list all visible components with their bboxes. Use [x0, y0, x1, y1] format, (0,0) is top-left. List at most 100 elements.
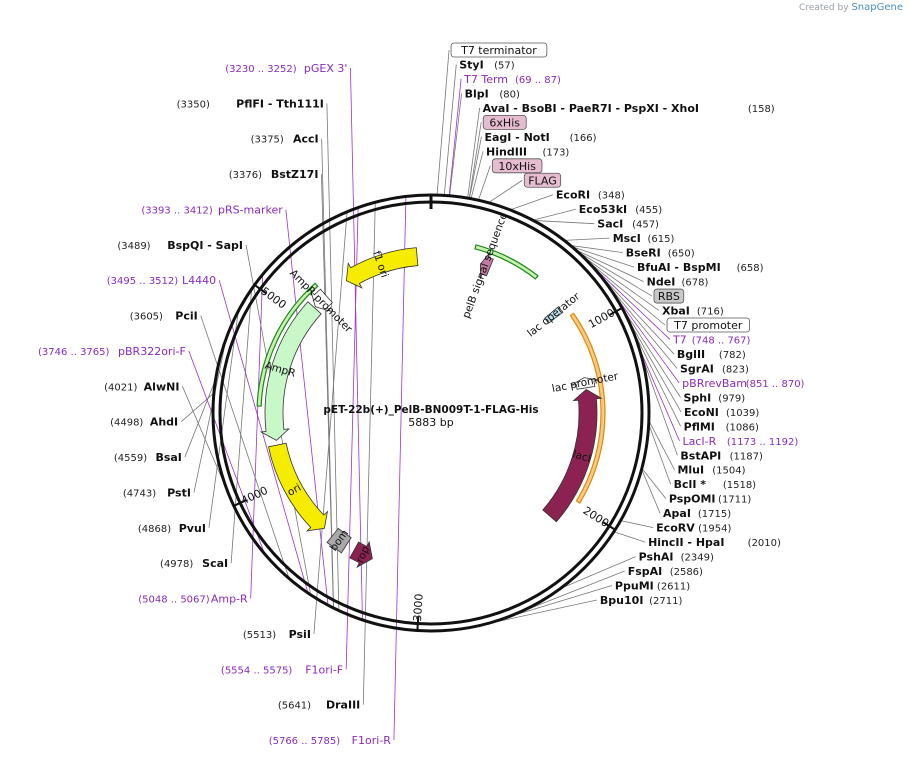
primer-f1ori-f[interactable]: F1ori-F(5554 .. 5575): [221, 663, 343, 676]
site-scai[interactable]: ScaI(4978): [160, 557, 228, 570]
leader-line: [641, 469, 661, 514]
site-bstz17i[interactable]: BstZ17I(3376): [229, 168, 319, 181]
feature-lac-promoter[interactable]: [571, 377, 599, 390]
site-pflfi-tth111i[interactable]: PflFI - Tth111I(3350): [177, 97, 324, 110]
feature-pelb-signal-sequence[interactable]: [479, 252, 494, 279]
label-position: (3375): [251, 135, 284, 146]
primer-t7-term[interactable]: T7 Term(69 .. 87): [463, 73, 561, 86]
label-position: (1187): [730, 451, 763, 462]
site-bspqi-sapi[interactable]: BspQI - SapI(3489): [117, 239, 243, 252]
site-saci[interactable]: SacI(457): [597, 218, 659, 231]
label-position: (173): [542, 147, 569, 158]
feature-ampr-promoter[interactable]: [310, 288, 333, 313]
site-bstapi[interactable]: BstAPI(1187): [680, 449, 763, 462]
site-hindiii[interactable]: HindIII(173): [486, 145, 569, 158]
feature-bom[interactable]: [326, 527, 352, 554]
site-pshai[interactable]: PshAI(2349): [639, 551, 714, 564]
label-position: (3605): [130, 312, 163, 323]
site-bpu10i[interactable]: Bpu10I(2711): [600, 594, 683, 607]
primer-pbr322ori-f[interactable]: pBR322ori-F(3746 .. 3765): [38, 345, 186, 358]
feature-f1-ori[interactable]: [345, 247, 419, 289]
label-name: T7 Term: [463, 73, 508, 86]
primer-laci-r[interactable]: LacI-R(1173 .. 1192): [682, 435, 798, 448]
label-position: (166): [570, 133, 597, 144]
label-position: (2010): [748, 538, 781, 549]
site-msci[interactable]: MscI(615): [613, 232, 675, 245]
feature-lac-operator[interactable]: [544, 306, 564, 324]
site-bfuai-bspmi[interactable]: BfuAI - BspMI(658): [637, 261, 764, 274]
leader-line: [470, 151, 484, 199]
feature-tag-rbs[interactable]: RBS: [653, 288, 685, 304]
label-position: (3489): [117, 241, 150, 252]
label-name: NdeI: [647, 276, 676, 289]
site-hincii-hpai[interactable]: HincII - HpaI(2010): [648, 536, 781, 549]
leader-line: [350, 67, 363, 620]
site-blpi[interactable]: BlpI(80): [465, 87, 520, 100]
label-position: (1715): [698, 509, 731, 520]
site-pvui[interactable]: PvuI(4868): [138, 522, 206, 535]
tick-mark: [609, 307, 623, 316]
site-ahdi[interactable]: AhdI(4498): [110, 416, 178, 429]
site-draiii[interactable]: DraIII(5641): [278, 699, 360, 712]
label-name: Amp-R: [211, 593, 248, 606]
site-eagi-noti[interactable]: EagI - NotI(166): [484, 131, 596, 144]
site-bcli[interactable]: BclI *(1518): [674, 478, 757, 491]
site-psii[interactable]: PsiI(5513): [243, 628, 311, 641]
feature-tag-t7-terminator[interactable]: T7 terminator: [450, 42, 548, 58]
site-sphi[interactable]: SphI(979): [684, 391, 746, 404]
site-ndei[interactable]: NdeI(678): [647, 276, 709, 289]
leader-line: [619, 303, 681, 398]
leader-line: [285, 209, 329, 606]
site-bsai[interactable]: BsaI(4559): [114, 451, 182, 464]
primer-prs-marker[interactable]: pRS-marker(3393 .. 3412): [141, 203, 283, 216]
site-pflmi[interactable]: PflMI(1086): [684, 420, 759, 433]
site-avai-bsobi-paer7i-pspxi-xhoi[interactable]: AvaI - BsoBI - PaeR7I - PspXI - XhoI(158…: [483, 102, 775, 115]
feature-tag-10xhis[interactable]: 10xHis: [491, 158, 543, 174]
label-position: (2611): [657, 582, 690, 593]
site-mlui[interactable]: MluI(1504): [677, 464, 745, 477]
site-econi[interactable]: EcoNI(1039): [684, 406, 759, 419]
site-ppumi[interactable]: PpuMI(2611): [615, 580, 690, 593]
label-position: (748 .. 767): [692, 335, 751, 346]
tag-box: [666, 317, 750, 333]
site-pcii[interactable]: PciI(3605): [130, 310, 198, 323]
site-ecorv[interactable]: EcoRV(1954): [656, 522, 731, 535]
label-name: LacI-R: [682, 435, 716, 448]
inner-arc: [474, 244, 539, 280]
site-bseri[interactable]: BseRI(650): [626, 247, 695, 260]
feature-rop[interactable]: [349, 540, 373, 569]
site-eco53ki[interactable]: Eco53kI (455): [579, 203, 662, 216]
label-position: (658): [737, 263, 764, 274]
primer-pgex-3[interactable]: pGEX 3'(3230 .. 3252): [225, 62, 347, 75]
tag-box: [491, 158, 543, 174]
site-fspai[interactable]: FspAI(2586): [628, 565, 703, 578]
site-bglii[interactable]: BglII(782): [677, 348, 746, 361]
feature-tag-t7-promoter[interactable]: T7 promoter: [666, 317, 750, 333]
site-sgrai[interactable]: SgrAI(823): [680, 362, 749, 375]
primer-amp-r[interactable]: Amp-R(5048 .. 5067): [138, 593, 248, 606]
feature-ori[interactable]: [268, 442, 329, 532]
label-name: Eco53kI: [579, 203, 627, 216]
site-pspomi[interactable]: PspOMI(1711): [669, 493, 752, 506]
site-apai[interactable]: ApaI(1715): [663, 507, 731, 520]
primer-t7[interactable]: T7(748 .. 767): [672, 333, 751, 346]
site-styi[interactable]: StyI(57): [459, 58, 514, 71]
primer-f1ori-r[interactable]: F1ori-R(5766 .. 5785): [269, 734, 392, 747]
tag-text: RBS: [658, 290, 680, 303]
label-position: (455): [635, 205, 662, 216]
feature-tag-6xhis[interactable]: 6xHis: [482, 114, 527, 130]
site-xbai[interactable]: XbaI(716): [662, 305, 724, 318]
primer-l4440[interactable]: L4440(3495 .. 3512): [107, 274, 216, 287]
label-position: (3350): [177, 99, 210, 110]
site-ecori[interactable]: EcoRI(348): [556, 189, 625, 202]
feature-laci[interactable]: [542, 388, 603, 523]
site-psti[interactable]: PstI(4743): [123, 486, 191, 499]
label-position: (5641): [278, 701, 311, 712]
tick-mark: [416, 616, 420, 631]
tag-box: [482, 114, 527, 130]
feature-ampr[interactable]: [259, 301, 322, 441]
primer-pbrrevbam[interactable]: pBRrevBam(851 .. 870): [682, 377, 804, 390]
site-alwni[interactable]: AlwNI(4021): [104, 380, 179, 393]
feature-tag-flag[interactable]: FLAG: [523, 172, 562, 188]
site-acci[interactable]: AccI(3375): [251, 133, 319, 146]
